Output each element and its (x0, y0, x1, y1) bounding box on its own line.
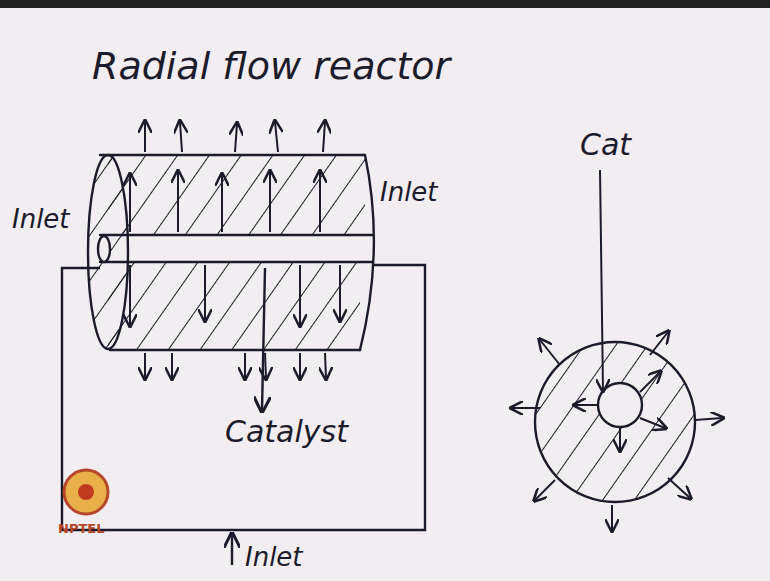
cross-section (512, 170, 722, 530)
nptel-logo (64, 470, 108, 514)
radial-flow-arrows (130, 122, 340, 378)
watermark: NPTEL (58, 522, 104, 536)
inlet-label: Inlet (12, 205, 70, 234)
top-band (0, 0, 770, 8)
inlet-pipe (62, 265, 425, 565)
cylinder (88, 155, 374, 350)
slide-title: Radial flow reactor (92, 46, 450, 88)
catalyst-label: Catalyst (225, 415, 348, 448)
catalyst-label: Cat (580, 128, 631, 161)
leader-line (262, 268, 265, 410)
inlet-label: Inlet (245, 543, 303, 572)
inlet-label: Inlet (380, 178, 438, 207)
